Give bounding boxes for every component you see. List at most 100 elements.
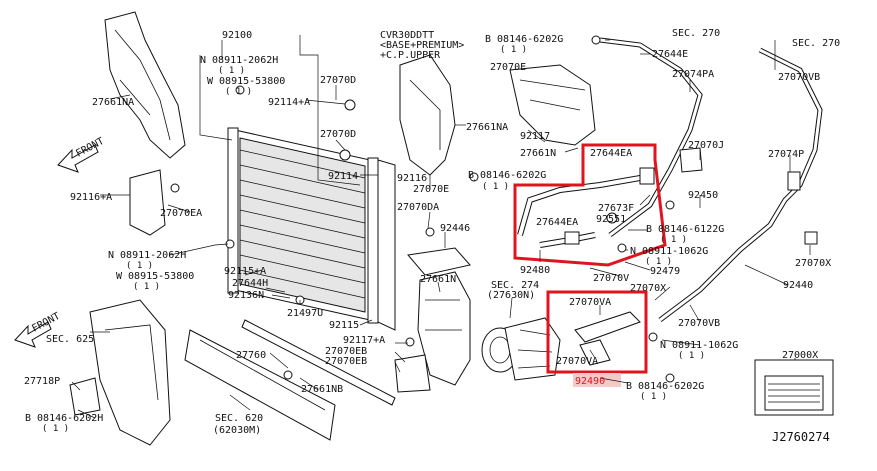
highlight-92490 xyxy=(546,290,648,374)
bracket-27070ea xyxy=(129,169,180,236)
label-27661na-left: 27661NA xyxy=(92,97,134,108)
label-qty-1g: ( 1 ) xyxy=(126,261,153,271)
label-27070vb-low: 27070VB xyxy=(678,318,720,329)
label-27074p: 27074P xyxy=(768,149,804,160)
label-27630n: (27630N) xyxy=(487,290,535,301)
label-08911-1062g-low: N 08911-1062G xyxy=(660,340,738,351)
label-92116a: 92116+A xyxy=(70,192,112,203)
label-92117a: 92117+A xyxy=(343,335,385,346)
label-27661n: 27661N xyxy=(520,148,556,159)
label-27070va-b: 27070VA xyxy=(556,356,598,367)
label-27070da: 27070DA xyxy=(397,202,439,213)
pipe-92440 xyxy=(658,47,823,322)
label-08911-2062h-top: N 08911-2062H xyxy=(200,55,278,66)
bracket-92117 xyxy=(509,64,596,146)
label-21497u: 21497U xyxy=(287,308,323,319)
leader-lines xyxy=(71,35,811,419)
label-08146-6202g-low: B 08146-6202G xyxy=(626,381,704,392)
label-27673f: 27673F xyxy=(598,203,634,214)
label-27074pa: 27074PA xyxy=(672,69,714,80)
label-27070d-b: 27070D xyxy=(320,129,356,140)
label-qty-1f: ( 1 ) xyxy=(645,257,672,267)
label-qty-1h: ( 1 ) xyxy=(133,282,160,292)
label-27070x-low: 27070X xyxy=(630,283,666,294)
label-sec625: SEC. 625 xyxy=(46,334,94,345)
label-27070j: 27070J xyxy=(688,140,724,151)
compressor xyxy=(481,317,561,381)
label-qty-1a: ( 1 ) xyxy=(218,66,245,76)
label-27070eb-a: 27070EB xyxy=(325,346,367,357)
label-27070va-a: 27070VA xyxy=(569,297,611,308)
label-27760: 27760 xyxy=(236,350,266,361)
label-cvr-1: CVR30DDTT xyxy=(380,30,434,41)
label-sec274: SEC. 274 xyxy=(491,280,539,291)
label-27644h: 27644H xyxy=(232,278,268,289)
shroud-side-left xyxy=(104,11,186,159)
label-08146-6202g-mid: B 08146-6202G xyxy=(468,170,546,181)
label-sec620: SEC. 620 xyxy=(215,413,263,424)
label-27661nb: 27661NB xyxy=(301,384,343,395)
label-27070eb-b: 27070EB xyxy=(325,356,367,367)
label-27661na-mid: 27661NA xyxy=(466,122,508,133)
label-92490: 92490 xyxy=(575,376,605,387)
label-qty-1i: ( 1 ) xyxy=(42,424,69,434)
label-sec270-a: SEC. 270 xyxy=(672,28,720,39)
label-qty-1k: ( 1 ) xyxy=(640,392,667,402)
label-27661n-low: 27661N xyxy=(420,274,456,285)
hose-92490 xyxy=(574,311,641,366)
label-27070x-right: 27070X xyxy=(795,258,831,269)
label-92116: 92116 xyxy=(397,173,427,184)
label-92114a-top: 92114+A xyxy=(268,97,310,108)
label-92551: 92551 xyxy=(596,214,626,225)
label-27070v: 27070V xyxy=(593,273,629,284)
label-08915-53800-mid: W 08915-53800 xyxy=(116,271,194,282)
label-08911-2062h-mid: N 08911-2062H xyxy=(108,250,186,261)
label-27070vb-top: 27070VB xyxy=(778,72,820,83)
label-27070e-mid: 27070E xyxy=(413,184,449,195)
label-92446: 92446 xyxy=(440,223,470,234)
label-92136n: 92136N xyxy=(228,290,264,301)
label-plate xyxy=(754,359,834,416)
bracket-92446 xyxy=(407,247,471,276)
label-27644e: 27644E xyxy=(652,49,688,60)
front-arrow-top xyxy=(57,144,99,173)
label-08146-6202h: B 08146-6202H xyxy=(25,413,103,424)
lower-support-bar xyxy=(184,319,396,441)
label-92450: 92450 xyxy=(688,190,718,201)
label-92479: 92479 xyxy=(650,266,680,277)
label-92115a: 92115+A xyxy=(224,266,266,277)
shroud-upper-mid xyxy=(399,54,456,176)
radiator xyxy=(227,127,396,331)
label-92114: 92114 xyxy=(328,171,358,182)
hose-92480 xyxy=(517,167,655,248)
label-qty-1e: ( 1 ) xyxy=(660,235,687,245)
highlight-92480 xyxy=(513,143,667,267)
label-qty-1b: ( 1 ) xyxy=(225,87,252,97)
diagram-code: J2760274 xyxy=(772,430,830,444)
label-92440: 92440 xyxy=(783,280,813,291)
label-bg-92490 xyxy=(573,373,621,387)
label-sec270-b: SEC. 270 xyxy=(792,38,840,49)
label-27718p: 27718P xyxy=(24,376,60,387)
label-08146-6122g: B 08146-6122G xyxy=(646,224,724,235)
label-27070e-top: 27070E xyxy=(490,62,526,73)
label-27000x: 27000X xyxy=(782,350,818,361)
label-27644ea-top: 27644EA xyxy=(590,148,632,159)
shroud-lower-mid xyxy=(394,271,471,393)
part-labels: 92100 N 08911-2062H ( 1 ) W 08915-53800 … xyxy=(24,28,840,444)
label-27070ea: 27070EA xyxy=(160,208,202,219)
label-qty-1j: ( 1 ) xyxy=(678,351,705,361)
label-cvr-2: <BASE+PREMIUM> xyxy=(380,40,464,51)
label-27070d-a: 27070D xyxy=(320,75,356,86)
label-cvr-3: +C.P.UPPER xyxy=(380,50,441,61)
label-92100: 92100 xyxy=(222,30,252,41)
label-27644ea-mid: 27644EA xyxy=(536,217,578,228)
label-08915-53800-top: W 08915-53800 xyxy=(207,76,285,87)
label-qty-1c: ( 1 ) xyxy=(482,182,509,192)
label-92115: 92115 xyxy=(329,320,359,331)
label-92480: 92480 xyxy=(520,265,550,276)
front-arrow-low xyxy=(14,321,52,348)
label-08911-1062g-mid: N 08911-1062G xyxy=(630,246,708,257)
label-qty-1d: ( 1 ) xyxy=(500,45,527,55)
